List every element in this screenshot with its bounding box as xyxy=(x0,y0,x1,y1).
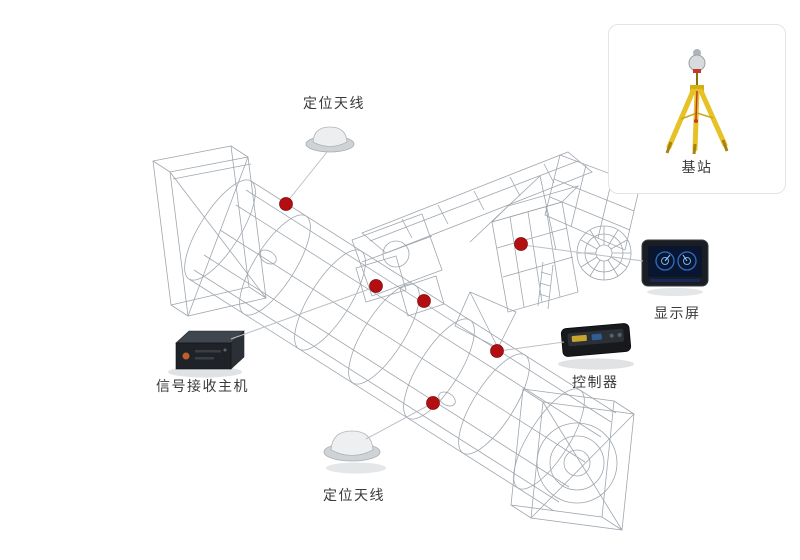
display-screen-icon xyxy=(641,239,709,296)
label-display: 显示屏 xyxy=(654,305,701,321)
label-controller: 控制器 xyxy=(572,374,619,390)
callout-connector-lines xyxy=(230,151,644,440)
marker-dot xyxy=(279,197,293,211)
antenna-top-icon xyxy=(305,126,355,153)
marker-dot xyxy=(426,396,440,410)
label-antenna-top: 定位天线 xyxy=(303,95,365,111)
label-receiver: 信号接收主机 xyxy=(156,378,249,394)
marker-dot xyxy=(514,237,528,251)
marker-dot xyxy=(369,279,383,293)
antenna-bottom-icon xyxy=(323,430,386,474)
position-markers xyxy=(279,197,528,410)
device-illustrations xyxy=(168,126,709,474)
marker-dot xyxy=(417,294,431,308)
label-base-station: 基站 xyxy=(681,159,713,175)
marker-dot xyxy=(490,344,504,358)
tripod-icon xyxy=(665,49,729,155)
controller-icon xyxy=(558,323,634,370)
base-station-panel: 基站 xyxy=(608,24,786,194)
receiver-host-icon xyxy=(168,330,245,378)
label-antenna-bottom: 定位天线 xyxy=(323,487,385,503)
